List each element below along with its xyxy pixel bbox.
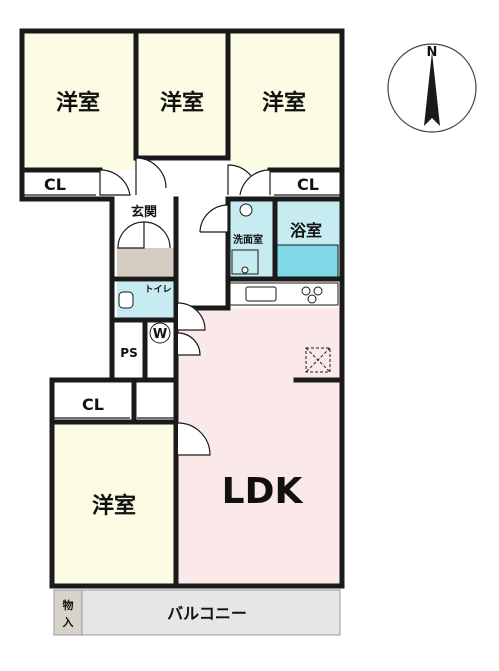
genkan-floor (117, 248, 175, 276)
ldk-label: LDK (222, 471, 304, 512)
bedroom-1-label: 洋室 (56, 90, 100, 116)
washer-label: W (153, 327, 167, 342)
bedroom-2-label: 洋室 (160, 90, 204, 116)
stove-burner-icon (313, 286, 323, 296)
door-swings (99, 157, 271, 456)
washroom-label: 洗面室 (233, 233, 263, 246)
kitchen-sink-icon (245, 286, 277, 302)
toilet-label: トイレ (144, 284, 171, 295)
storage-label-line1: 物 (63, 598, 74, 612)
closet-2-label: CL (297, 175, 319, 194)
bedroom-4-area (54, 422, 177, 586)
walls (19, 28, 345, 589)
entrance-label: 玄関 (131, 204, 157, 220)
bedroom-2-area (136, 33, 228, 158)
bedroom-1-area (24, 33, 136, 170)
storage-area (53, 589, 83, 636)
fixtures (118, 203, 339, 373)
bathroom-label: 浴室 (290, 221, 322, 240)
stove-burner-icon (301, 286, 311, 296)
compass: N (387, 43, 477, 133)
toilet-bowl-icon (118, 291, 134, 309)
bathtub (275, 244, 339, 278)
drain-icon (241, 266, 249, 274)
balcony-area (81, 589, 341, 636)
washbasin-icon (239, 203, 253, 217)
pipe-space-label: PS (120, 346, 137, 360)
bedroom-4-label: 洋室 (92, 493, 136, 519)
bedroom-3-label: 洋室 (262, 90, 306, 116)
stove-burner-icon (307, 294, 317, 304)
windows (60, 30, 330, 587)
compass-north-label: N (427, 45, 438, 60)
north-arrow-icon (424, 52, 440, 126)
washer-icon (149, 322, 171, 344)
closet-3-label: CL (82, 395, 104, 414)
closet-door-lines (24, 194, 340, 419)
refrigerator-space (305, 347, 331, 373)
balcony-label: バルコニー (167, 604, 247, 623)
closet-1-label: CL (44, 175, 66, 194)
bedroom-3-area (228, 33, 340, 170)
storage-label-line2: 入 (63, 616, 74, 629)
